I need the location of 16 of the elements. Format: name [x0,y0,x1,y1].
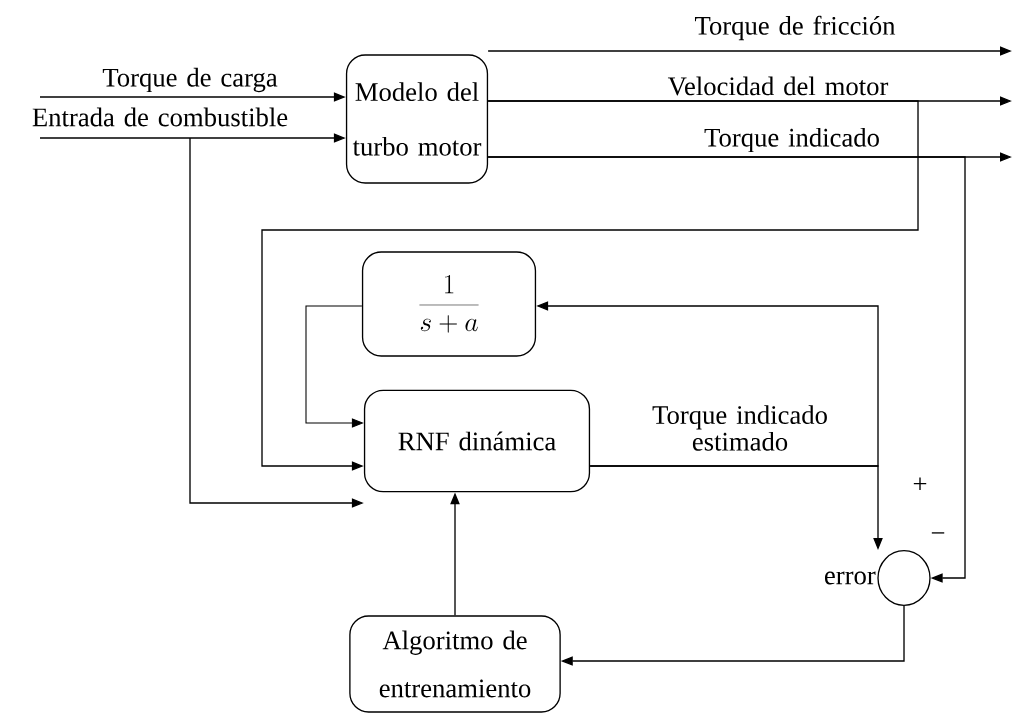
junction-label: error [824,571,876,585]
summing-junction [877,550,931,606]
arrow [487,156,966,583]
edge-label: Torque indicado [704,127,879,153]
edge-label: Torque de carga [102,67,278,93]
edge-label: Torque indicado estimado [652,405,827,451]
edge-label: Velocidad del motor [667,76,889,96]
sign-label: + [913,477,927,490]
sign-label: − [931,532,945,534]
process-box: Modelo del turbo motor [345,54,489,184]
process-box: Algoritmo de entrenamiento [349,615,561,713]
process-box: RNF dinámica [363,389,591,493]
edge-label: Entrada de combustible [32,107,288,127]
formula-box: $\frac{1}{s+a}$ [361,251,537,357]
arrow [261,100,919,471]
edge-label: Torque de fricción [695,15,896,41]
